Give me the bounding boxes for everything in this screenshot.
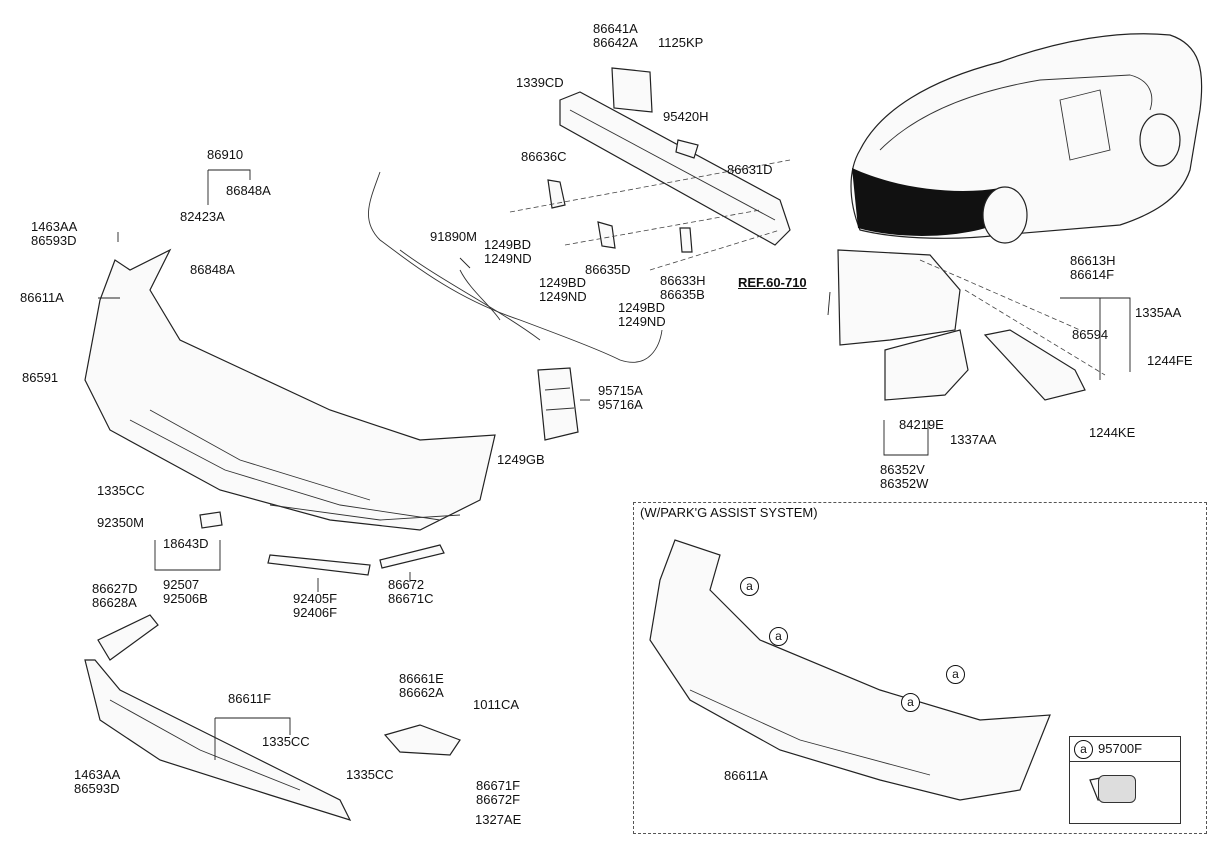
label-86635B: 86635B bbox=[660, 287, 705, 302]
label-1011CA: 1011CA bbox=[473, 697, 520, 712]
label-86848A-top: 86848A bbox=[226, 183, 271, 198]
label-86662A: 86662A bbox=[399, 685, 444, 700]
label-92406F: 92406F bbox=[293, 605, 338, 620]
label-86848A-mid: 86848A bbox=[190, 262, 235, 277]
label-1335AA: 1335AA bbox=[1135, 305, 1182, 320]
legend-marker: a bbox=[1074, 740, 1093, 759]
bumper-beam bbox=[509, 67, 791, 271]
wiring-harness bbox=[368, 171, 663, 363]
park-assist-inset: (W/PARK'G ASSIST SYSTEM) a a a a 86611A bbox=[633, 502, 1207, 834]
trim-strips bbox=[199, 511, 445, 576]
label-86611F: 86611F bbox=[228, 691, 272, 706]
car-illustration bbox=[850, 33, 1203, 244]
marker-a-1: a bbox=[740, 577, 759, 596]
inset-title: (W/PARK'G ASSIST SYSTEM) bbox=[640, 505, 818, 520]
label-86671C: 86671C bbox=[388, 591, 434, 606]
label-86635D: 86635D bbox=[585, 262, 631, 277]
rear-bumper-cover bbox=[84, 248, 496, 531]
label-1249ND-a: 1249ND bbox=[484, 251, 532, 266]
marker-a-2: a bbox=[769, 627, 788, 646]
label-86631D: 86631D bbox=[727, 162, 773, 177]
inset-label-86611A: 86611A bbox=[724, 768, 768, 783]
label-84219E: 84219E bbox=[899, 417, 944, 432]
label-1337AA: 1337AA bbox=[950, 432, 997, 447]
side-bracket-assembly bbox=[837, 249, 1106, 401]
label-18643D: 18643D bbox=[163, 536, 209, 551]
label-1249GB: 1249GB bbox=[497, 452, 545, 467]
label-86636C: 86636C bbox=[521, 149, 567, 164]
label-86594: 86594 bbox=[1072, 327, 1109, 342]
legend-divider bbox=[1070, 761, 1180, 762]
label-86672F: 86672F bbox=[476, 792, 521, 807]
label-86628A: 86628A bbox=[92, 595, 137, 610]
label-1335CC-lower: 1335CC bbox=[262, 734, 310, 749]
label-1249ND-b: 1249ND bbox=[539, 289, 587, 304]
sensor-icon bbox=[1098, 775, 1136, 803]
label-82423A: 82423A bbox=[180, 209, 225, 224]
label-1327AE: 1327AE bbox=[475, 812, 522, 827]
label-1244FE: 1244FE bbox=[1147, 353, 1193, 368]
label-1335CC-bot: 1335CC bbox=[346, 767, 394, 782]
legend-part-95700F: 95700F bbox=[1098, 741, 1143, 756]
reflector-lamp bbox=[383, 724, 461, 756]
label-1335CC-left: 1335CC bbox=[97, 483, 145, 498]
label-86593D-bot: 86593D bbox=[74, 781, 120, 796]
sensor-bracket bbox=[537, 367, 579, 441]
ref-label: REF.60-710 bbox=[738, 275, 807, 290]
label-86611A: 86611A bbox=[20, 290, 64, 305]
label-1125KP: 1125KP bbox=[658, 35, 704, 50]
label-1339CD: 1339CD bbox=[516, 75, 564, 90]
label-86591: 86591 bbox=[22, 370, 59, 385]
label-86614F: 86614F bbox=[1070, 267, 1115, 282]
label-92506B: 92506B bbox=[163, 591, 208, 606]
lower-valance bbox=[84, 614, 352, 821]
label-86910: 86910 bbox=[207, 147, 244, 162]
label-95716A: 95716A bbox=[598, 397, 643, 412]
label-86642A: 86642A bbox=[593, 35, 638, 50]
label-86352W: 86352W bbox=[880, 476, 929, 491]
label-95420H: 95420H bbox=[663, 109, 709, 124]
marker-a-4: a bbox=[901, 693, 920, 712]
label-91890M: 91890M bbox=[430, 229, 477, 244]
label-86593D-top: 86593D bbox=[31, 233, 77, 248]
label-1249ND-c: 1249ND bbox=[618, 314, 666, 329]
marker-a-3: a bbox=[946, 665, 965, 684]
label-92350M: 92350M bbox=[97, 515, 144, 530]
legend-box: a 95700F bbox=[1069, 736, 1181, 824]
label-1244KE: 1244KE bbox=[1089, 425, 1136, 440]
leader-lines bbox=[98, 169, 1131, 760]
